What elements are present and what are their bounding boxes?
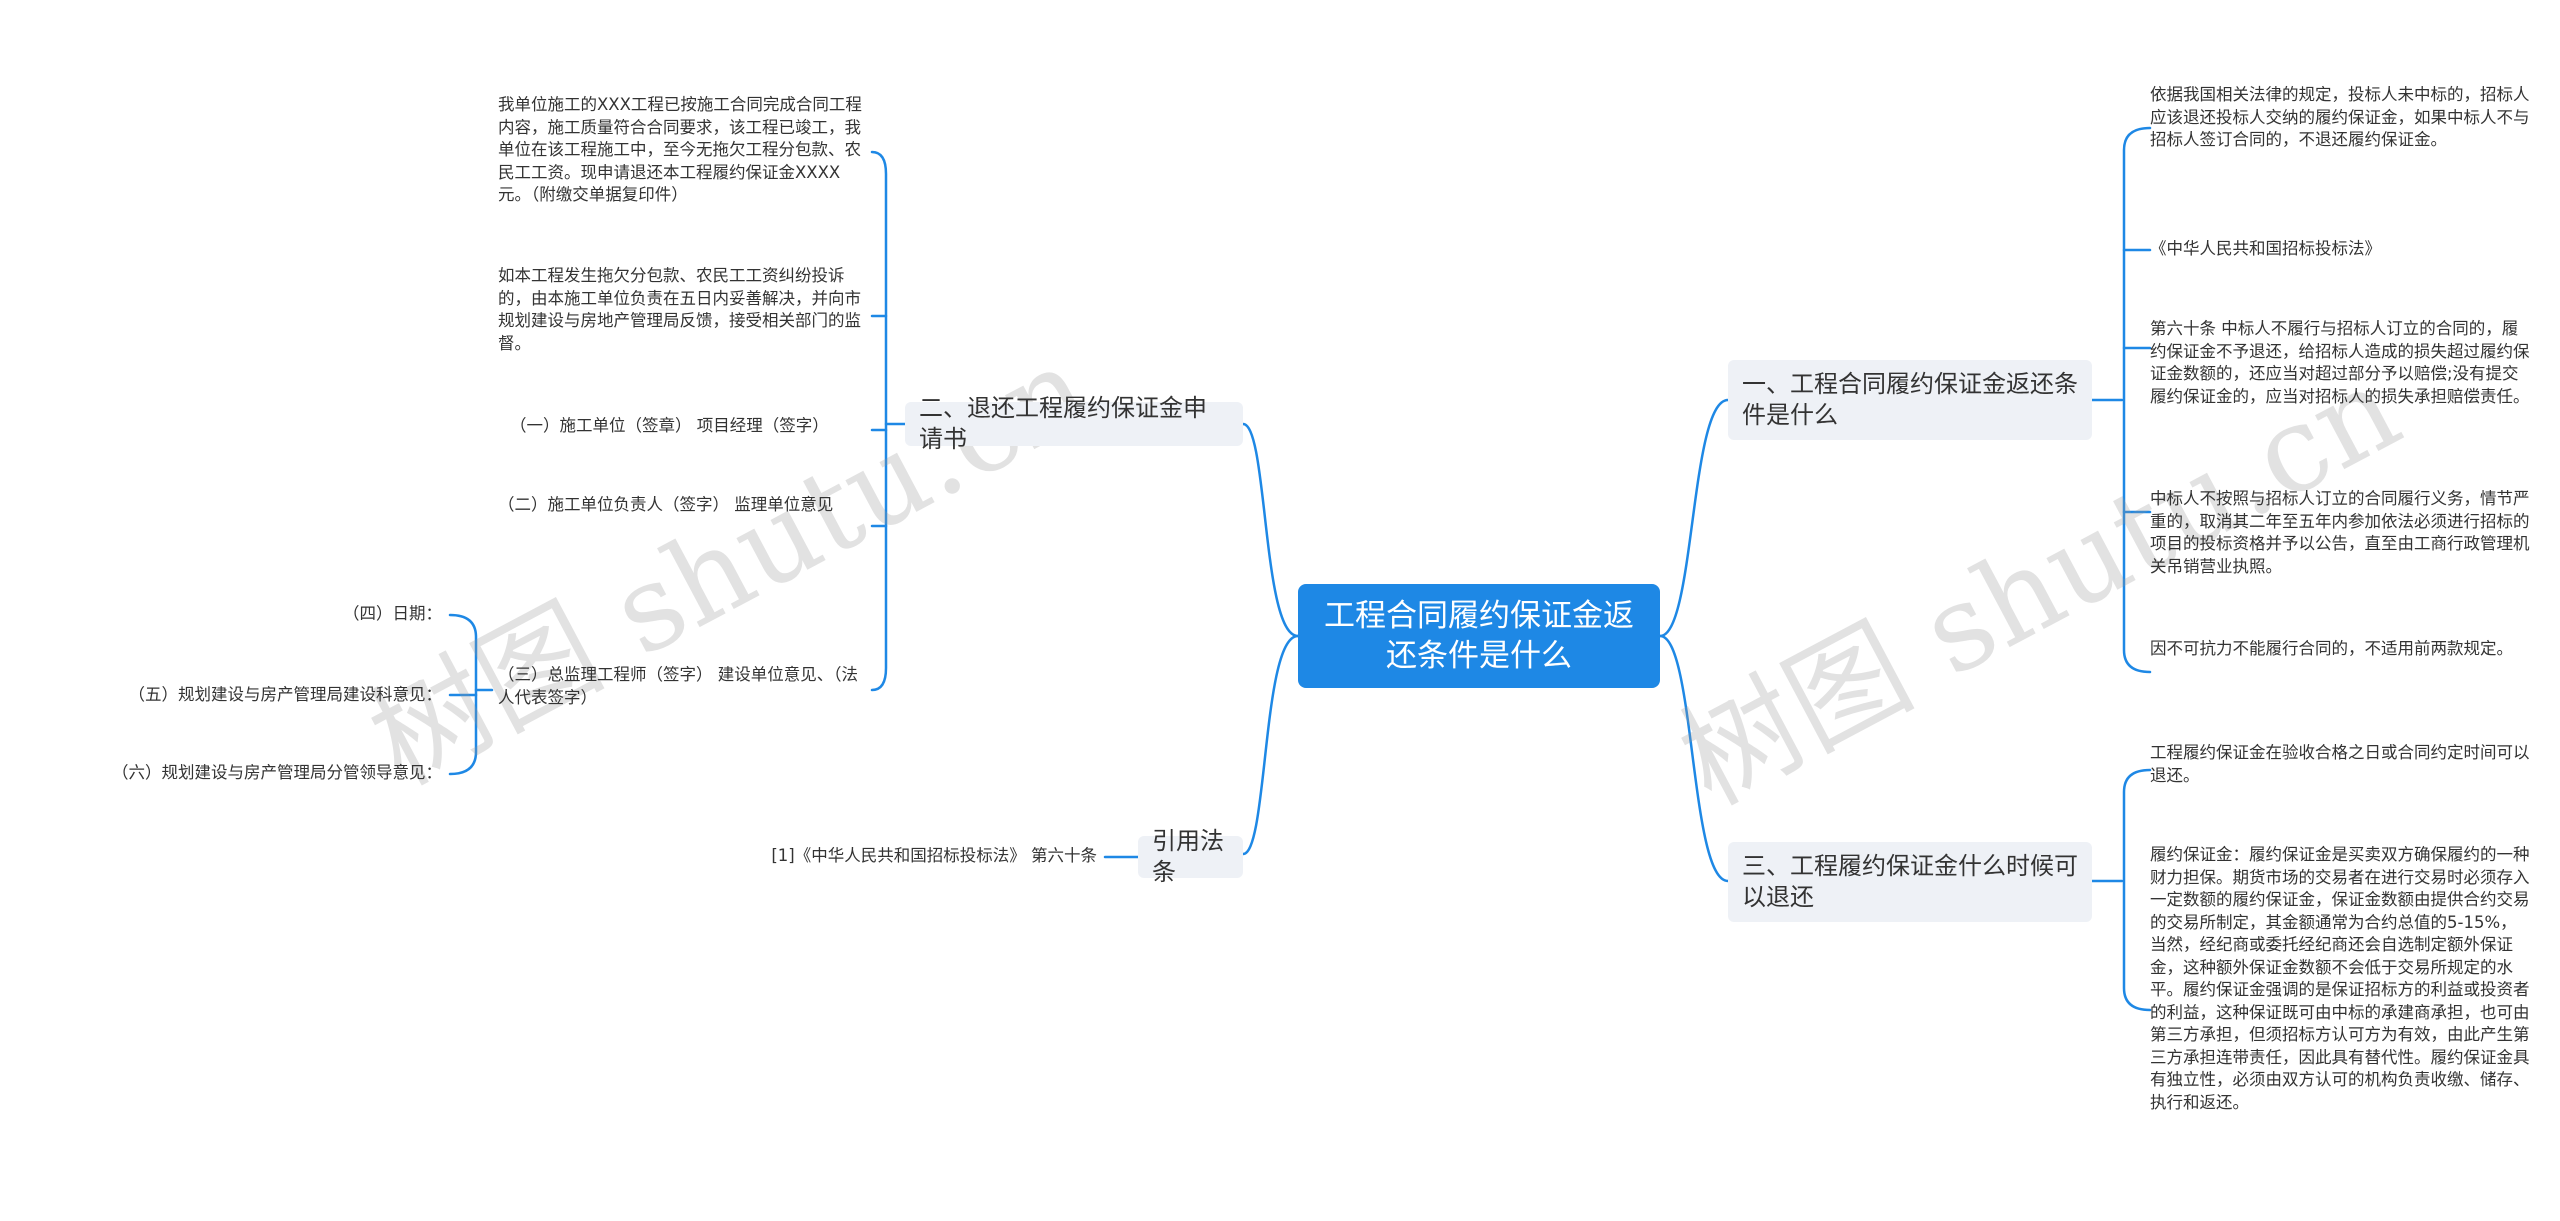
branch-return-conditions[interactable]: 一、工程合同履约保证金返还条件是什么 [1728, 360, 2092, 440]
leaf-construction-dept-opinion: （五）规划建设与房产管理局建设科意见： [128, 685, 443, 704]
leaf-leader-opinion: （六）规划建设与房产管理局分管领导意见： [112, 763, 442, 782]
leaf-force-majeure: 因不可抗力不能履行合同的，不适用前两款规定。 [2150, 639, 2513, 658]
leaf-date: （四）日期： [343, 604, 442, 623]
leaf-arrears-commitment: 如本工程发生拖欠分包款、农民工工资纠纷投诉的，由本施工单位负责在五日内妥善解决，… [498, 266, 861, 353]
leaf-legal-basis: 依据我国相关法律的规定，投标人未中标的，招标人应该退还投标人交纳的履约保证金，如… [2150, 85, 2530, 149]
leaf-application-body: 我单位施工的XXX工程已按施工合同完成合同工程内容，施工质量符合合同要求，该工程… [498, 95, 862, 204]
branch-refund-application[interactable]: 二、退还工程履约保证金申请书 [905, 394, 1243, 453]
leaf-refund-time: 工程履约保证金在验收合格之日或合同约定时间可以退还。 [2150, 743, 2530, 785]
leaf-signature-three: （三）总监理工程师（签字） 建设单位意见、（法人代表签字） [498, 665, 858, 707]
branch-when-refund[interactable]: 三、工程履约保证金什么时候可以退还 [1728, 842, 2092, 922]
leaf-article-60: 第六十条 中标人不履行与招标人订立的合同的，履约保证金不予退还，给招标人造成的损… [2150, 319, 2530, 406]
leaf-signature-two: （二）施工单位负责人（签字） 监理单位意见 [498, 495, 834, 514]
root-topic[interactable]: 工程合同履约保证金返还条件是什么 [1298, 584, 1660, 688]
leaf-performance-bond-definition: 履约保证金：履约保证金是买卖双方确保履约的一种财力担保。期货市场的交易者在进行交… [2150, 845, 2530, 1112]
branch-cited-law[interactable]: 引用法条 [1138, 827, 1243, 886]
leaf-law-title: 《中华人民共和国招标投标法》 [2150, 239, 2381, 258]
leaf-law-reference: [1]《中华人民共和国招标投标法》 第六十条 [771, 846, 1097, 865]
leaf-serious-breach: 中标人不按照与招标人订立的合同履行义务，情节严重的，取消其二年至五年内参加依法必… [2150, 489, 2530, 576]
leaf-signature-one: （一）施工单位（签章） 项目经理（签字） [510, 416, 829, 435]
